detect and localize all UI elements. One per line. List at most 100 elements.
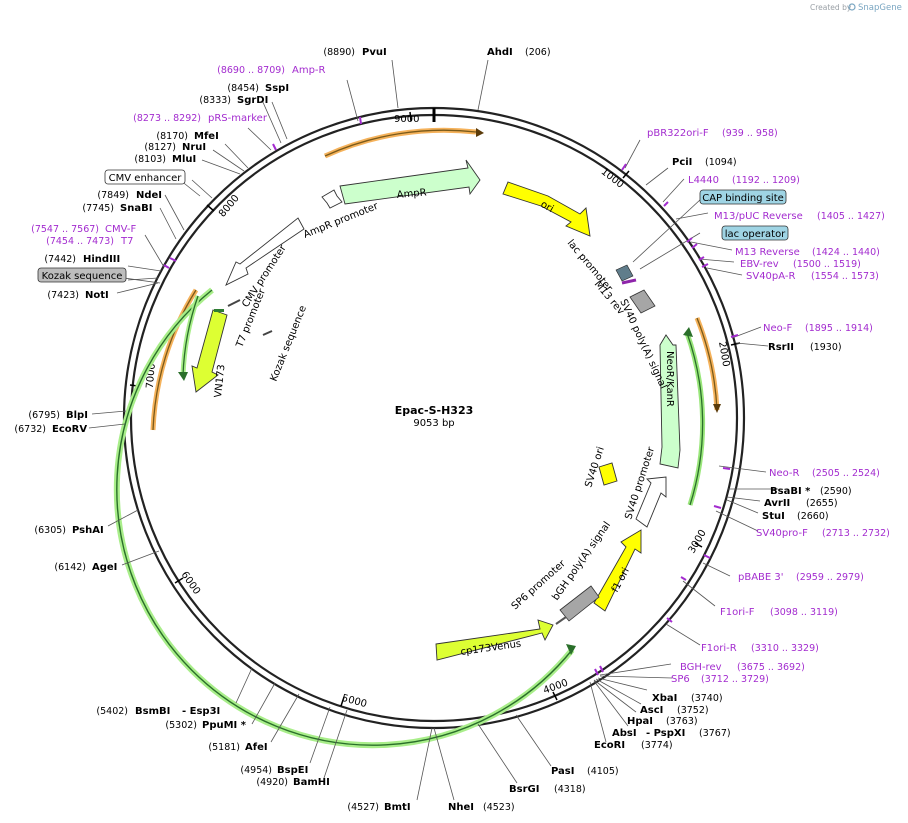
site-ahdi: AhdI [487,47,513,58]
tick-8000: 8000 [217,193,242,220]
site-snabi: SnaBI [120,203,152,214]
snapgene-logo-icon [848,3,856,11]
primer-ticks [163,116,739,676]
site-pos-hpai: (3763) [666,716,698,727]
orf-left-arc-line [152,289,197,431]
site-esp3i: - Esp3I [182,706,220,717]
orf-top-arc [323,127,477,159]
site-pshai: PshAI [72,525,104,536]
credit-brand: SnapGene [858,3,902,13]
site-pos-agei: (6142) [54,562,86,573]
primer-m13-puc-reverse: M13/pUC Reverse [714,211,803,222]
primer-range-sp6: (3712 .. 3729) [701,674,769,685]
plasmid-size: 9053 bp [413,418,454,429]
site-bsmbi: BsmBI [135,706,170,717]
site-pos-ndei: (7849) [97,190,129,201]
primer-range-amp-r: (8690 .. 8709) [217,65,285,76]
site-sspi: SspI [265,83,289,94]
site-pos-bspei: (4954) [240,765,272,776]
primer-range-sv40pro-f: (2713 .. 2732) [822,528,890,539]
ampr-promoter-arrow [321,189,343,209]
box-kozak-sequence [37,267,127,283]
green-orf-left-arrowhead [178,372,188,381]
m13-rev-shape [621,278,637,285]
site-pcii: PciI [672,157,692,168]
tick-9000: 9000 [394,114,419,125]
site-pos-sgrdi: (8333) [199,95,231,106]
primer-range-m13-reverse: (1424 .. 1440) [812,247,880,258]
primer-range-prs-marker: (8273 .. 8292) [133,113,201,124]
primer-range-ebv-rev: (1500 .. 1519) [793,259,861,270]
site-pos-sspi: (8454) [227,83,259,94]
label-lac-operator: lac operator [725,229,786,240]
site-pos-blpi: (6795) [28,410,60,421]
site-pos-pvui: (8890) [323,47,355,58]
site-pos-ecorv: (6732) [14,424,46,435]
tick-2000: 2000 [716,341,731,368]
site-pos-rsrii: (1930) [810,342,842,353]
primer-pbr322ori-f: pBR322ori-F [647,128,709,139]
primer-range-cmv-f: (7547 .. 7567) [31,224,99,235]
site-pos-xbai: (3740) [691,693,723,704]
vn173-marker [214,309,224,312]
primer-ebv-rev: EBV-rev [740,259,779,270]
label-cmv-enhancer: CMV enhancer [109,173,183,184]
site-bsabi: BsaBI * [770,486,811,497]
site-ndei: NdeI [136,190,162,201]
site-ecori: EcoRI [594,740,625,751]
label-ampr-promoter: AmpR promoter [302,200,381,240]
site-blpi: BlpI [66,410,88,421]
primer-amp-r: Amp-R [292,65,326,76]
primer-range-neo-f: (1895 .. 1914) [805,323,873,334]
primer-range-bgh-rev: (3675 .. 3692) [737,662,805,673]
site-stui: StuI [762,511,785,522]
sv40-ori-box [598,462,618,486]
label-cap-binding-site: CAP binding site [702,193,784,204]
primer-bgh-rev: BGH-rev [680,662,722,673]
site-rsrii: RsrII [768,342,794,353]
ori-arrow [502,181,591,237]
site-noti: NotI [85,290,109,301]
primer-sp6: SP6 [671,674,690,685]
site-nhei: NheI [448,802,474,813]
site-pos-afei: (5181) [208,742,240,753]
green-orf-left-line [182,295,199,376]
primer-range-t7: (7454 .. 7473) [46,236,114,247]
neor-kanr-arrow [659,334,681,469]
site-pspxi: - PspXI [646,728,685,739]
site-bamhi: BamHI [293,777,330,788]
box-cap-binding-site [699,189,787,205]
t7-promoter-shape [227,299,241,307]
cmv-promoter-arrow [225,217,305,286]
primer-prs-marker: pRS-marker [208,113,268,124]
site-pos-pasi: (4105) [587,766,619,777]
green-orf-right-line [686,332,704,506]
primer-range-m13-puc-reverse: (1405 .. 1427) [817,211,885,222]
site-pos-ahdi: (206) [525,47,551,58]
sv40-promoter-arrow [635,476,667,528]
label-neor-kanr: NeoR/KanR [664,351,675,407]
primer-range-f1ori-r: (3310 .. 3329) [751,643,819,654]
site-agei: AgeI [92,562,117,573]
site-sgrdi: SgrDI [237,95,268,106]
label-kozak-inner: Kozak sequence [269,304,309,383]
orf-top-arrowhead [476,128,484,137]
ampr-arrow [339,159,481,205]
site-xbai: XbaI [652,693,677,704]
label-kozak-sequence: Kozak sequence [42,271,123,282]
primer-t7: T7 [120,236,133,247]
primer-sv40pa-r: SV40pA-R [746,271,795,282]
scale-ticks [129,111,741,707]
orf-right-arrowhead [713,404,721,413]
site-afei: AfeI [245,742,268,753]
site-mlui: MluI [172,154,196,165]
site-avrii: AvrII [764,498,790,509]
site-pvui: PvuI [362,47,387,58]
site-hpai: HpaI [627,716,653,727]
orf-top-arc-line [324,129,477,157]
primer-pbabe-3: pBABE 3' [738,572,784,583]
site-bmti: BmtI [384,802,411,813]
cp173venus-arrow [435,619,554,661]
site-nrui: NruI [182,142,206,153]
primer-l4440: L4440 [688,175,719,186]
